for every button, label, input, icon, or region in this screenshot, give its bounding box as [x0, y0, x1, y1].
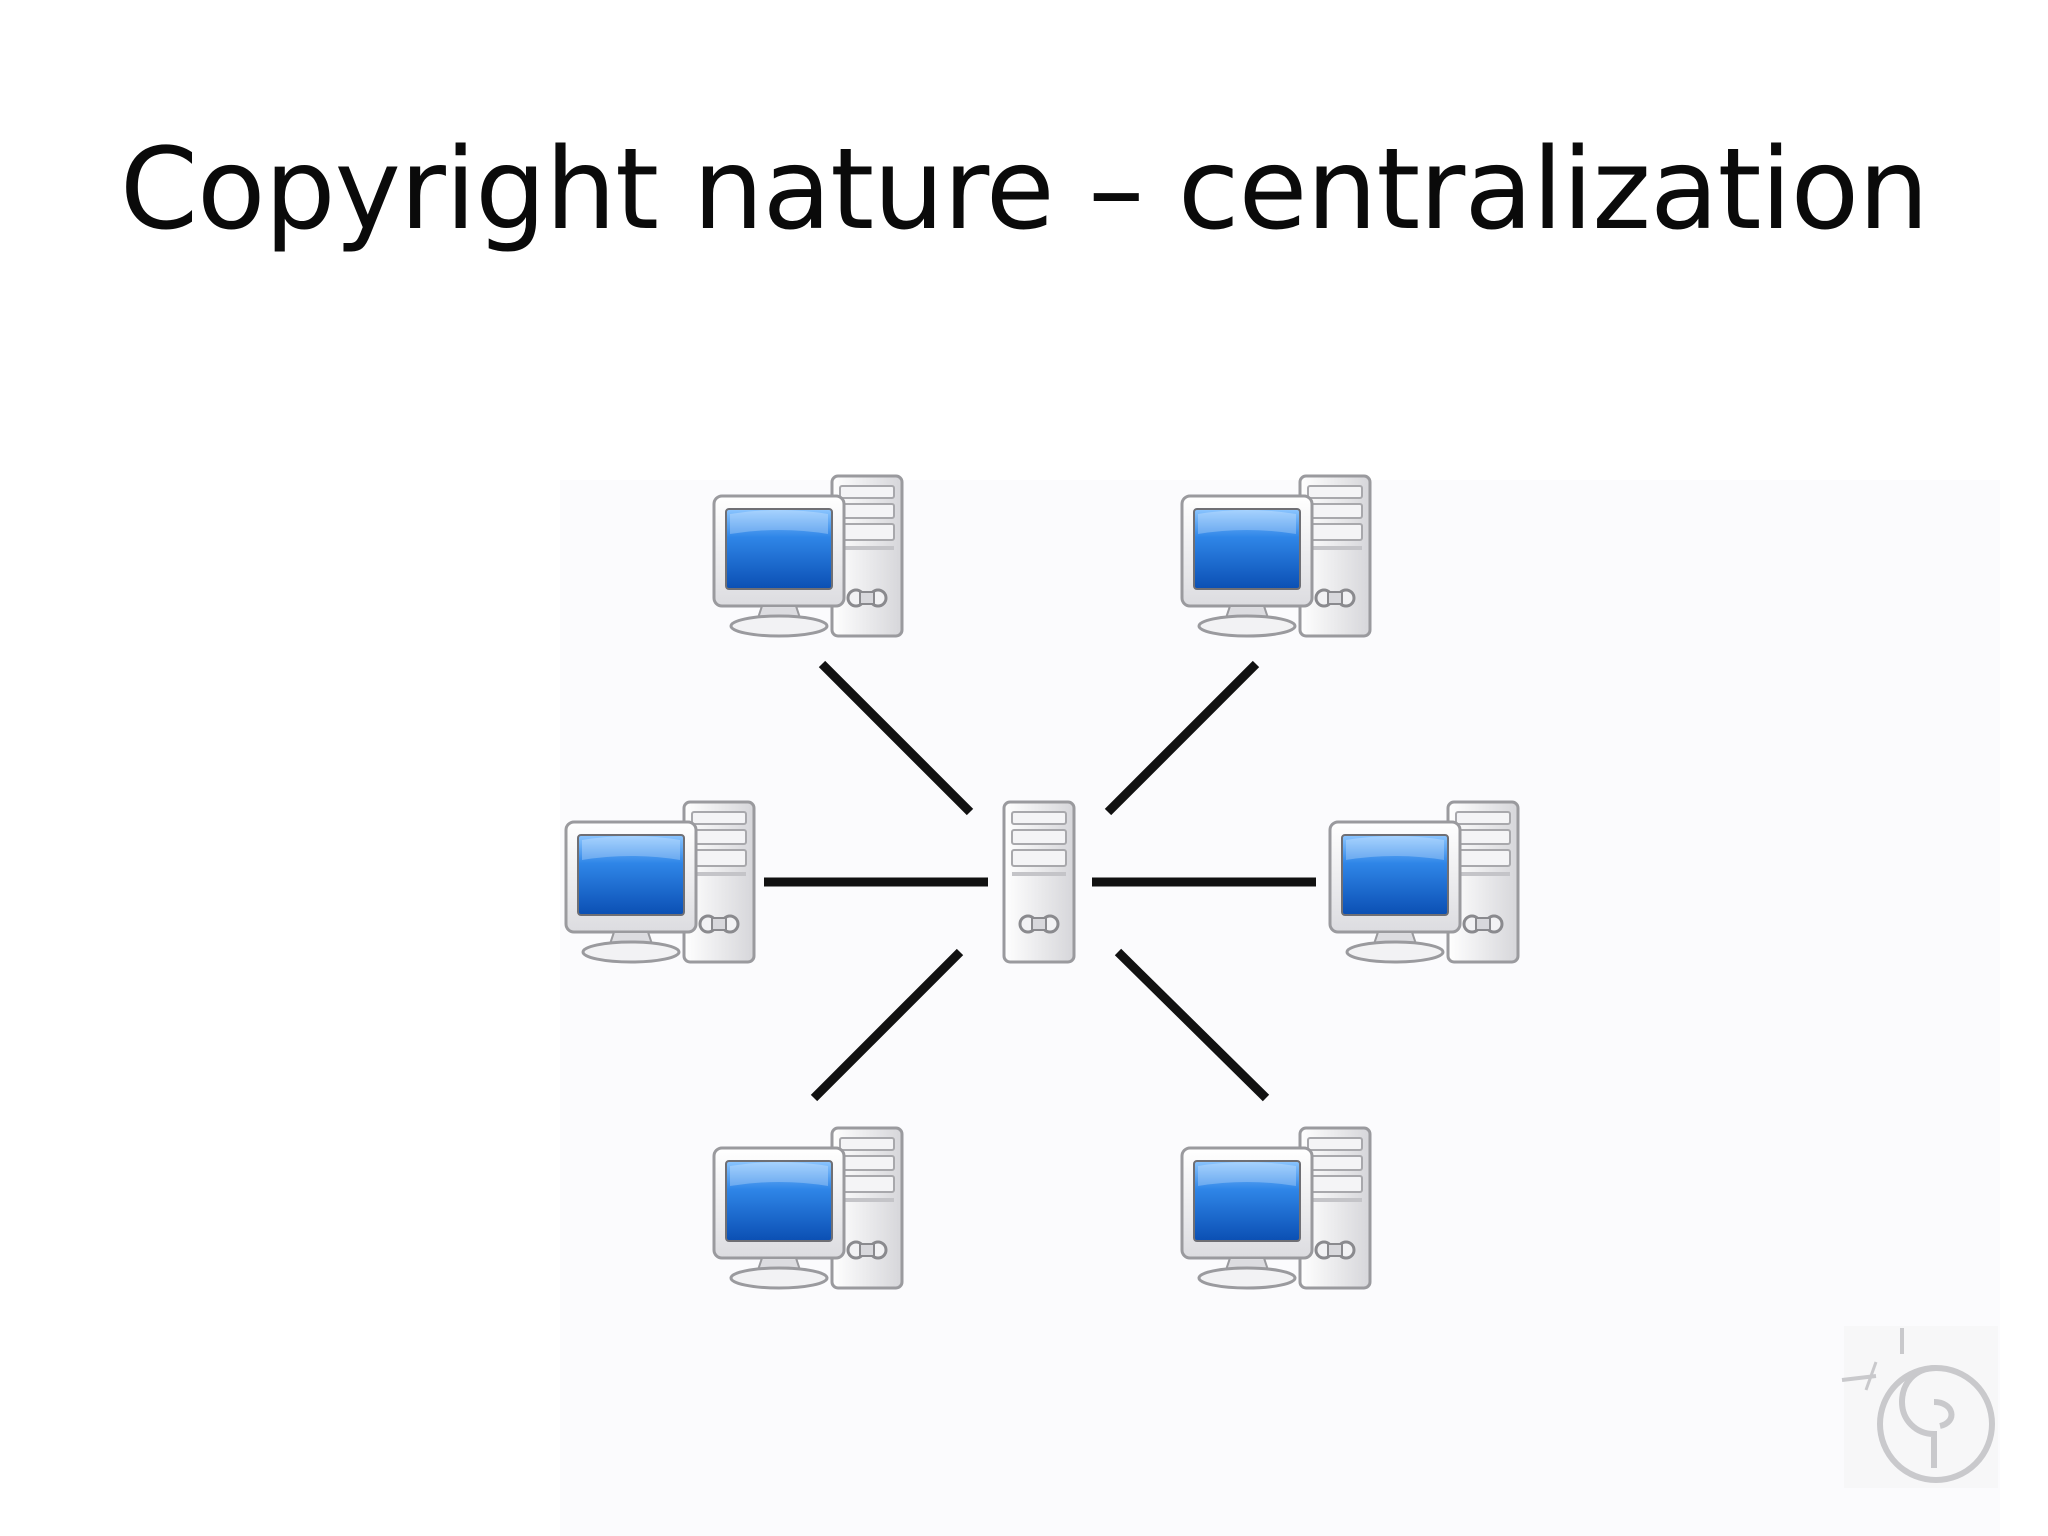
pirate-party-logo — [1841, 1326, 1998, 1488]
link-bottom-right — [1114, 948, 1270, 1102]
computer-icon — [1330, 802, 1518, 962]
network-links — [764, 660, 1316, 1102]
slide-title: Copyright nature – centralization — [119, 125, 1929, 255]
link-top-right — [1104, 660, 1260, 816]
computer-icon — [714, 1128, 902, 1288]
link-top-left — [818, 660, 974, 816]
diagram-background — [560, 480, 2000, 1536]
server-icon — [1002, 800, 1076, 964]
computer-icon — [714, 476, 902, 636]
link-bottom-left — [810, 948, 964, 1102]
computer-icon — [1182, 476, 1370, 636]
computer-icon — [1182, 1128, 1370, 1288]
computer-icon — [566, 802, 754, 962]
